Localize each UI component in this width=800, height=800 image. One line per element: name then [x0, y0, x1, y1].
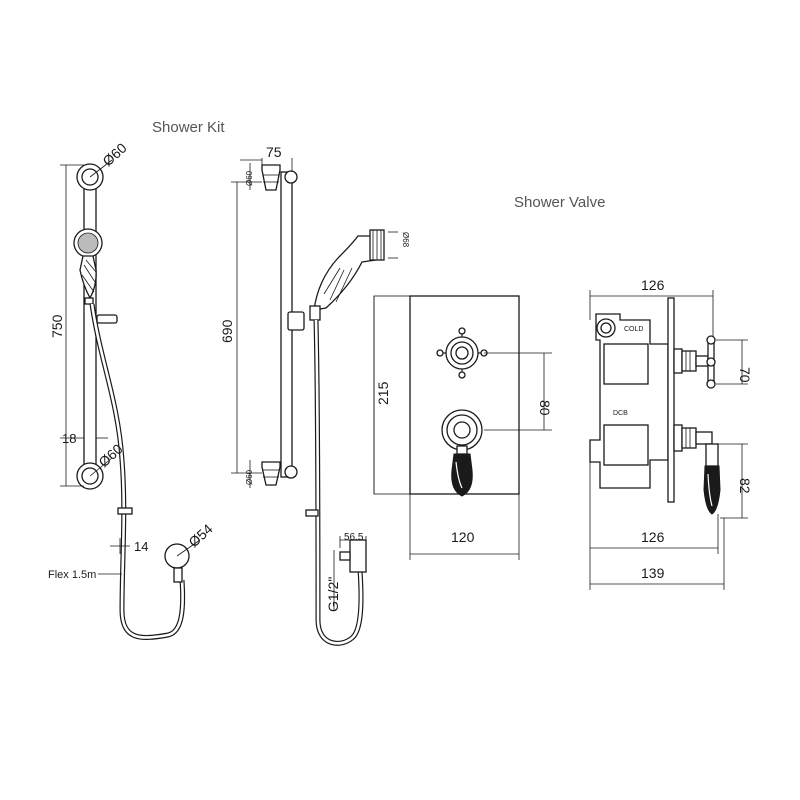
flex-hose-label: Flex 1.5m [48, 569, 96, 581]
bottom-bracket-side [261, 461, 281, 486]
slider-side [287, 311, 305, 331]
wall-outlet-side [349, 539, 367, 573]
dim-215-label: 215 [375, 381, 391, 405]
dim-75-label: 75 [266, 144, 282, 160]
dim-side-d60-bottom-label: Ø60 [245, 469, 254, 485]
lever-handle [441, 409, 483, 497]
dim-d68-label: Ø68 [401, 232, 410, 248]
dim-14-label: 14 [134, 539, 148, 554]
hose-retainer [117, 507, 133, 515]
handset-side [313, 235, 377, 311]
dim-d54-label: Ø54 [185, 520, 216, 550]
valve-front-view: 215 80 120 [373, 295, 553, 560]
valve-faceplate-side [667, 297, 675, 503]
dim-side-d60-top-label: Ø60 [245, 170, 254, 186]
kit-front-view: 750 Ø60 18 Ø60 14 Ø54 Flex 1.5m [48, 139, 216, 640]
dim-18-label: 18 [62, 431, 76, 446]
crosshead-handle [436, 327, 488, 379]
dim-126-bottom-label: 126 [641, 529, 665, 545]
dim-82-label: 82 [737, 478, 753, 494]
dim-120-label: 120 [451, 529, 475, 545]
dim-126-top-label: 126 [641, 277, 665, 293]
dim-750-label: 750 [49, 314, 65, 338]
thread-size-label: G1/2" [325, 577, 341, 612]
dim-139-label: 139 [641, 565, 665, 581]
top-bracket-side [261, 164, 281, 191]
shower-kit-title: Shower Kit [152, 119, 225, 136]
dim-690-label: 690 [219, 319, 235, 343]
dim-d60-top-label: Ø60 [99, 139, 130, 169]
cold-label: COLD [624, 326, 643, 333]
valve-side-view: COLD DCB 126 70 [589, 277, 753, 590]
dim-56-5-label: 56.5 [344, 532, 364, 543]
dim-70-label: 70 [737, 367, 753, 383]
dcb-label: DCB [613, 410, 628, 417]
shower-valve-title: Shower Valve [514, 194, 606, 211]
slider-bracket-front [96, 314, 118, 324]
kit-side-view: 75 690 Ø60 Ø60 Ø68 56.5 G1/2" [219, 144, 410, 646]
dim-80-label: 80 [537, 400, 553, 416]
